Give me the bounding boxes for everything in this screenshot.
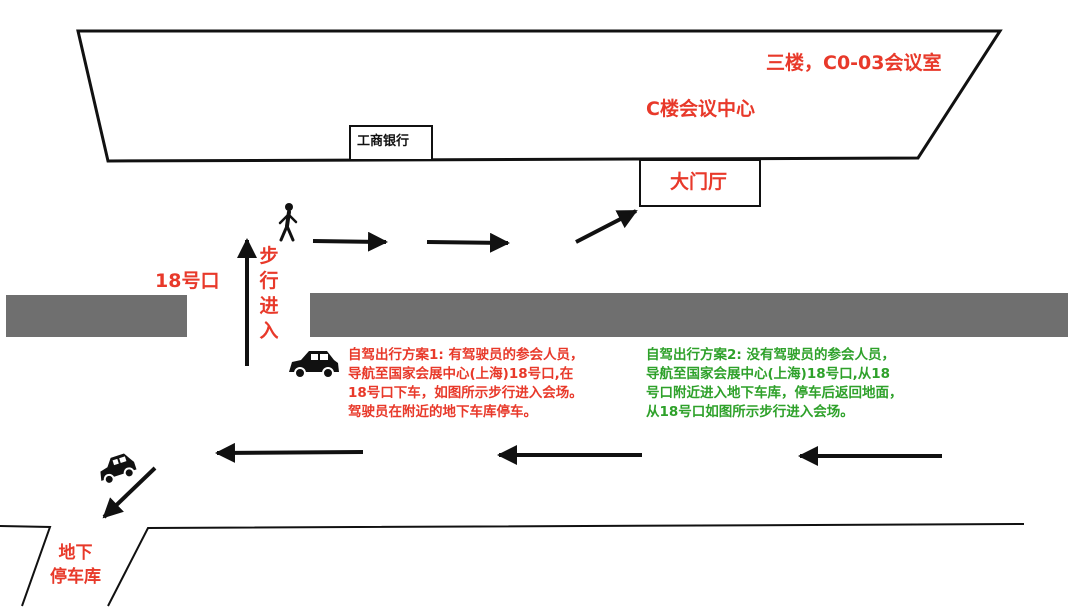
drive-arrow-3 [215, 442, 364, 463]
drive-arrow-down [102, 466, 157, 519]
road-divider-right [310, 293, 1068, 337]
parking-label-line1: 地下 [58, 543, 93, 563]
parking-label: 地下 停车库 [50, 541, 101, 589]
car-icon [289, 351, 339, 379]
lobby-box [639, 159, 761, 207]
parking-label-line2: 停车库 [50, 567, 101, 587]
floor-room-label: 三楼，C0-03会议室 [766, 52, 942, 74]
plan2-text: 自驾出行方案2: 没有驾驶员的参会人员， 导航至国家会展中心(上海)18号口,从… [646, 347, 903, 420]
road-divider-left [6, 295, 187, 337]
walk-arrow-diag [575, 209, 638, 244]
plan1-text: 自驾出行方案1: 有驾驶员的参会人员， 导航至国家会展中心(上海)18号口,在 … [348, 347, 584, 420]
walk-in-label: 步行进入 [259, 245, 279, 342]
walk-arrow-right-1 [312, 231, 388, 252]
car-icon-angled [100, 453, 137, 485]
road-edge-bottom-left [0, 525, 52, 607]
gate-label: 18号口 [155, 270, 220, 292]
center-name-label: C楼会议中心 [646, 98, 755, 120]
bank-label: 工商银行 [357, 134, 410, 149]
bank-box [349, 125, 433, 161]
lobby-label: 大门厅 [670, 171, 728, 193]
walk-arrow-right-2 [426, 232, 510, 253]
building-outline [76, 29, 1003, 163]
road-edge-bottom [107, 523, 1025, 607]
walking-person-icon [278, 203, 298, 242]
